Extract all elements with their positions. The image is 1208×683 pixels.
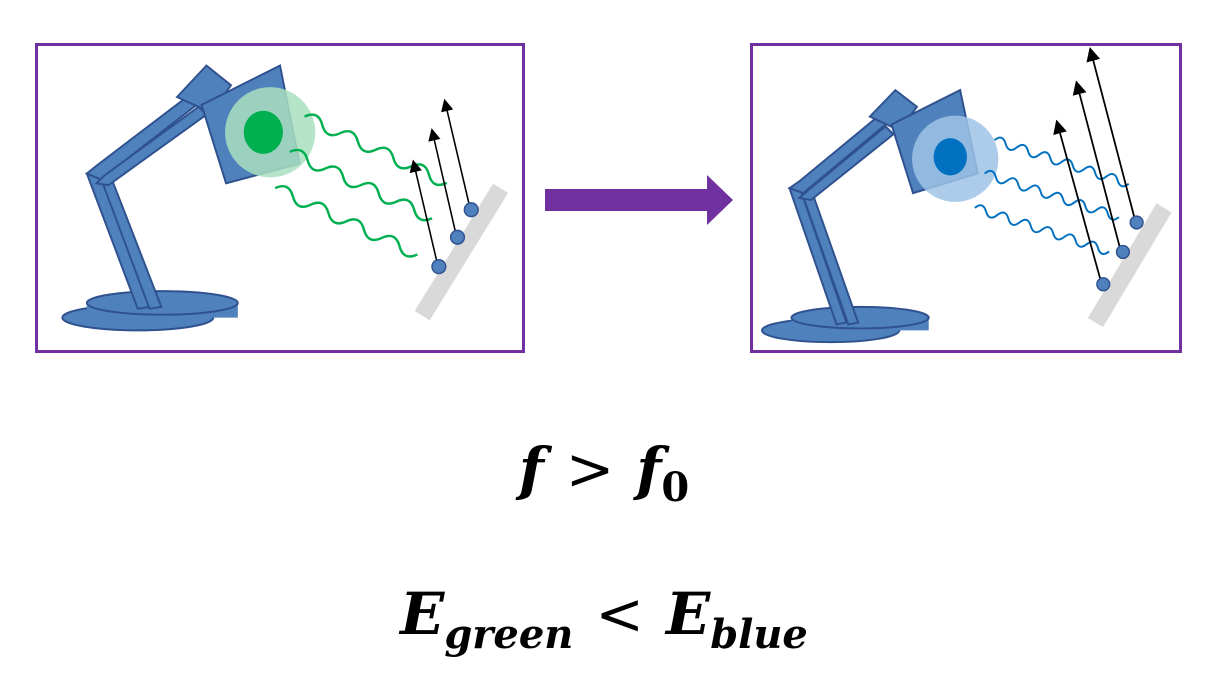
eq1-lhs: f [518,435,544,503]
green-waves [274,113,448,258]
blue-light-scene [761,47,1172,344]
eq1-operator: > [565,435,615,503]
green-bulb [243,110,283,154]
eq2-operator: < [595,580,644,648]
eq1-rhs-subscript: 0 [661,464,690,511]
blue-waves [974,136,1130,255]
green-light-scene [61,64,509,332]
ejected-electrons [1053,47,1144,292]
blue-light-panel [750,43,1182,353]
metal-plate [1087,203,1172,328]
blue-bulb [933,138,967,176]
frequency-inequality: f>f0 [0,440,1208,508]
right-arrow-icon [545,175,733,225]
eq2-lhs: E [400,580,445,648]
ejected-electrons [409,98,479,275]
desk-lamp-icon [61,64,301,332]
eq2-rhs-subscript: blue [710,611,808,658]
eq1-rhs: f [636,435,662,503]
metal-plate [414,183,509,321]
eq2-rhs: E [665,580,711,648]
eq2-lhs-subscript: green [444,611,574,658]
energy-inequality: Egreen<Eblue [0,585,1208,655]
green-light-panel [35,43,525,353]
